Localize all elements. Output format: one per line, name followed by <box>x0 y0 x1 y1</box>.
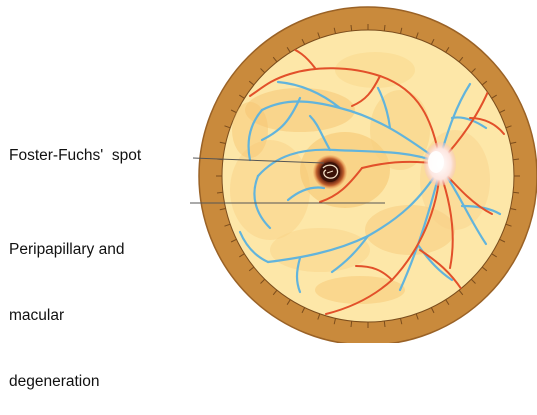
rim-serration <box>351 25 352 31</box>
rim-serration <box>217 192 223 193</box>
label-line: macular <box>9 305 124 327</box>
label-foster-fuchs-spot: Foster-Fuchs' spot <box>9 145 141 167</box>
foster-fuchs-lesion <box>313 155 347 189</box>
label-peripapillary-macular-degeneration: Peripapillary and macular degeneration <box>9 195 124 415</box>
rim-serration <box>513 192 519 193</box>
label-line: Peripapillary and <box>9 239 124 261</box>
rim-serration <box>351 321 352 327</box>
label-line: degeneration <box>9 371 124 393</box>
rim-serration <box>384 25 385 31</box>
rim-serration <box>384 321 385 327</box>
rim-serration <box>513 159 519 160</box>
